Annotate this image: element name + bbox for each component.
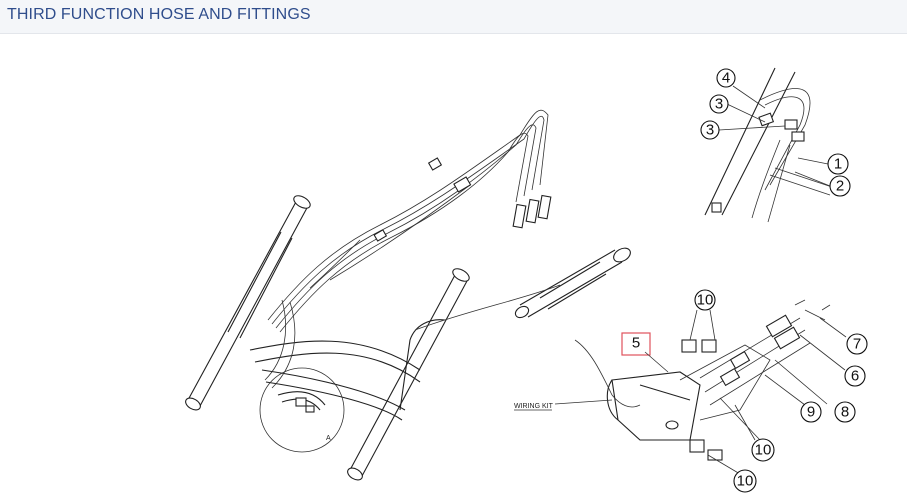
svg-text:3: 3	[706, 122, 714, 139]
callout-2: 2	[829, 175, 851, 197]
tilt-cylinder	[514, 247, 631, 319]
svg-text:1: 1	[834, 156, 842, 173]
svg-text:5: 5	[632, 335, 640, 352]
right-lift-cylinder	[347, 268, 470, 481]
loader-arm-frame	[249, 284, 561, 421]
svg-text:2: 2	[836, 178, 844, 195]
callout-10-top: 10	[694, 289, 716, 311]
valve-leaders	[644, 309, 847, 475]
inset-arm-detail	[704, 67, 836, 223]
callout-1: 1	[827, 153, 849, 175]
svg-text:10: 10	[737, 473, 754, 490]
callout-4: 4	[716, 68, 736, 88]
callout-7: 7	[846, 333, 868, 355]
callout-8: 8	[834, 401, 856, 423]
hose-bundle	[264, 109, 552, 389]
callout-5: 5	[632, 335, 640, 352]
svg-text:8: 8	[841, 404, 849, 421]
parts-diagram: A WIRING KIT	[185, 67, 868, 493]
callout-3-upper: 3	[709, 94, 729, 114]
wiring-kit-label: WIRING KIT	[514, 403, 554, 410]
page-title: THIRD FUNCTION HOSE AND FITTINGS	[7, 6, 311, 23]
page-header: THIRD FUNCTION HOSE AND FITTINGS	[0, 0, 907, 34]
valve-assembly: WIRING KIT	[514, 299, 831, 461]
detail-label: A	[326, 435, 331, 442]
callout-6: 6	[844, 365, 866, 387]
callout-3-lower: 3	[700, 120, 720, 140]
svg-text:6: 6	[851, 368, 859, 385]
callout-10-middle: 10	[751, 438, 775, 462]
svg-text:10: 10	[697, 292, 714, 309]
left-lift-cylinder	[185, 195, 311, 411]
inset-leaders	[718, 85, 831, 187]
svg-text:7: 7	[853, 336, 861, 353]
detail-a-circle: A	[259, 367, 345, 453]
callout-10-bottom: 10	[733, 469, 757, 493]
callout-9: 9	[800, 401, 822, 423]
svg-text:3: 3	[715, 96, 723, 113]
svg-text:9: 9	[807, 404, 815, 421]
svg-text:4: 4	[722, 70, 730, 87]
svg-text:10: 10	[755, 442, 772, 459]
